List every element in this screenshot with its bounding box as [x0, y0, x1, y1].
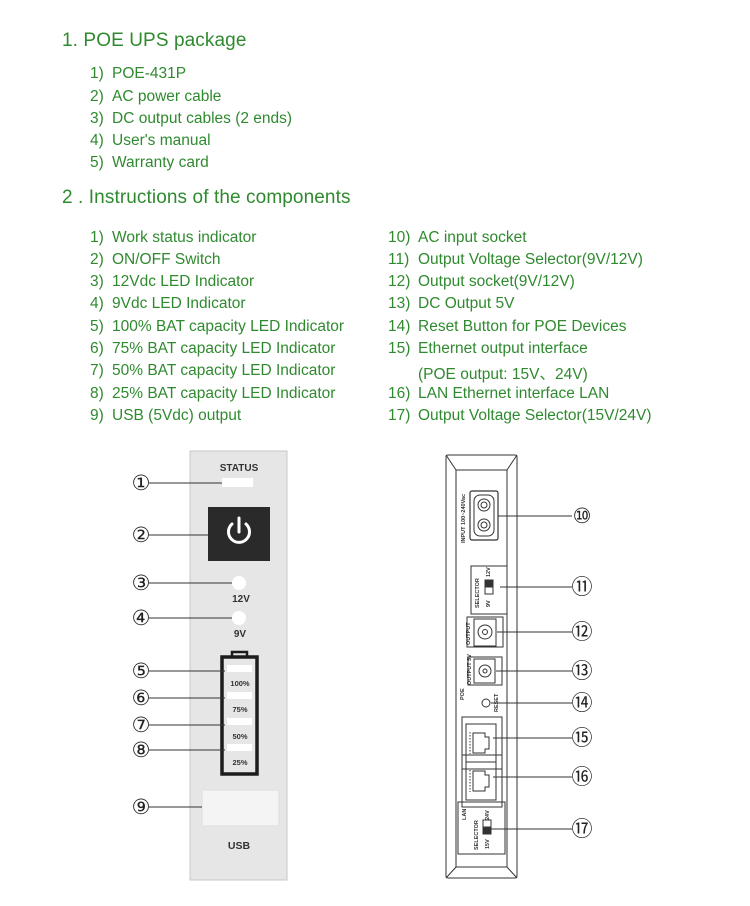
reset-button [481, 698, 491, 708]
usb-port [201, 789, 280, 827]
side-panel [445, 454, 518, 879]
callout-10: ⑩ [573, 505, 592, 528]
label-75: 75% [232, 705, 247, 714]
selector2-label: SELECTOR [474, 820, 480, 850]
side-callout-numbers: ⑩ ⑪ ⑫ ⑬ ⑭ ⑮ ⑯ ⑰ [572, 505, 593, 841]
callout-9: ⑨ [132, 796, 151, 819]
label-9v: 9V [234, 629, 247, 640]
list-item: 16)LAN Ethernet interface LAN [388, 385, 610, 402]
front-callouts [149, 482, 232, 808]
list-item: 1)POE-431P [90, 65, 187, 82]
led-9v [232, 611, 246, 625]
callout-7: ⑦ [132, 714, 151, 737]
output5v-label: OUTPUT 5V [467, 654, 473, 685]
label-25: 25% [232, 758, 247, 767]
callout-14: ⑭ [572, 692, 593, 715]
section2-title: 2 . Instructions of the components [62, 187, 351, 208]
led-50 [227, 718, 252, 725]
ac-input-socket [469, 490, 499, 541]
led-100 [227, 665, 252, 672]
status-led [222, 478, 253, 487]
list-item: 5)100% BAT capacity LED Indicator [90, 318, 345, 335]
status-label: STATUS [220, 463, 259, 474]
list-item: 5)Warranty card [90, 154, 209, 171]
lan-port [461, 754, 503, 808]
label-100: 100% [230, 679, 250, 688]
callout-16: ⑯ [572, 766, 593, 789]
section1-title: 1. POE UPS package [62, 30, 247, 51]
input-label: INPUT 100~240Vac [461, 494, 467, 543]
poe-label: POE [460, 688, 466, 700]
list-item: 8)25% BAT capacity LED Indicator [90, 385, 336, 402]
front-panel: STATUS 12V 9V 100% 75% 50% 25% USB [189, 450, 288, 881]
callout-4: ④ [132, 607, 151, 630]
usb-label: USB [228, 840, 251, 852]
side-callouts [491, 515, 572, 830]
list-item: 4)9Vdc LED Indicator [90, 295, 246, 312]
led-25 [227, 744, 252, 751]
callout-13: ⑬ [572, 660, 593, 683]
selector-15v-24v [457, 801, 506, 855]
led-75 [227, 692, 252, 699]
callout-8: ⑧ [132, 739, 151, 762]
list-item: 9)USB (5Vdc) output [90, 407, 242, 424]
label-12v: 12V [232, 594, 250, 605]
power-button [208, 507, 270, 561]
list-item: 10)AC input socket [388, 229, 527, 246]
selector-9v-12v [470, 565, 508, 615]
callout-12: ⑫ [572, 621, 593, 644]
ethernet-output-port [461, 716, 503, 770]
callout-17: ⑰ [572, 818, 593, 841]
callout-3: ③ [132, 572, 151, 595]
callout-5: ⑤ [132, 660, 151, 683]
list-item: 4)User's manual [90, 132, 211, 149]
label-12v-side: 12V [486, 567, 492, 577]
callout-11: ⑪ [572, 576, 593, 599]
front-callout-numbers: ① ② ③ ④ ⑤ ⑥ ⑦ ⑧ ⑨ [132, 472, 151, 819]
list-item: 3)DC output cables (2 ends) [90, 110, 293, 127]
callout-15: ⑮ [572, 727, 593, 750]
callout-2: ② [132, 524, 151, 547]
device-diagram: STATUS 12V 9V 100% 75% 50% 25% USB [132, 450, 593, 881]
label-15v: 15V [485, 839, 491, 849]
list-item: 13)DC Output 5V [388, 295, 515, 312]
label-9v-side: 9V [486, 600, 492, 607]
list-item: (POE output: 15V、24V) [418, 366, 588, 383]
led-12v [232, 576, 246, 590]
list-item: 12)Output socket(9V/12V) [388, 273, 575, 290]
list-item: 14)Reset Button for POE Devices [388, 318, 627, 335]
lan-label: LAN [462, 809, 468, 820]
list-item: 7)50% BAT capacity LED Indicator [90, 362, 336, 379]
list-item: 2)ON/OFF Switch [90, 251, 221, 268]
list-item: 1)Work status indicator [90, 229, 257, 246]
power-icon [227, 516, 251, 544]
list-item: 3)12Vdc LED Indicator [90, 273, 255, 290]
label-24v: 24V [485, 810, 491, 820]
selector-label: SELECTOR [475, 578, 481, 608]
list-item: 2)AC power cable [90, 88, 222, 105]
list-item: 17)Output Voltage Selector(15V/24V) [388, 407, 652, 424]
list-item: 6)75% BAT capacity LED Indicator [90, 340, 336, 357]
output-label: OUTPUT [466, 622, 472, 645]
callout-1: ① [132, 472, 151, 495]
callout-6: ⑥ [132, 687, 151, 710]
list-item: 15)Ethernet output interface [388, 340, 588, 357]
list-item: 11)Output Voltage Selector(9V/12V) [388, 251, 643, 268]
label-50: 50% [232, 732, 247, 741]
battery-indicator: 100% 75% 50% 25% [220, 650, 259, 776]
